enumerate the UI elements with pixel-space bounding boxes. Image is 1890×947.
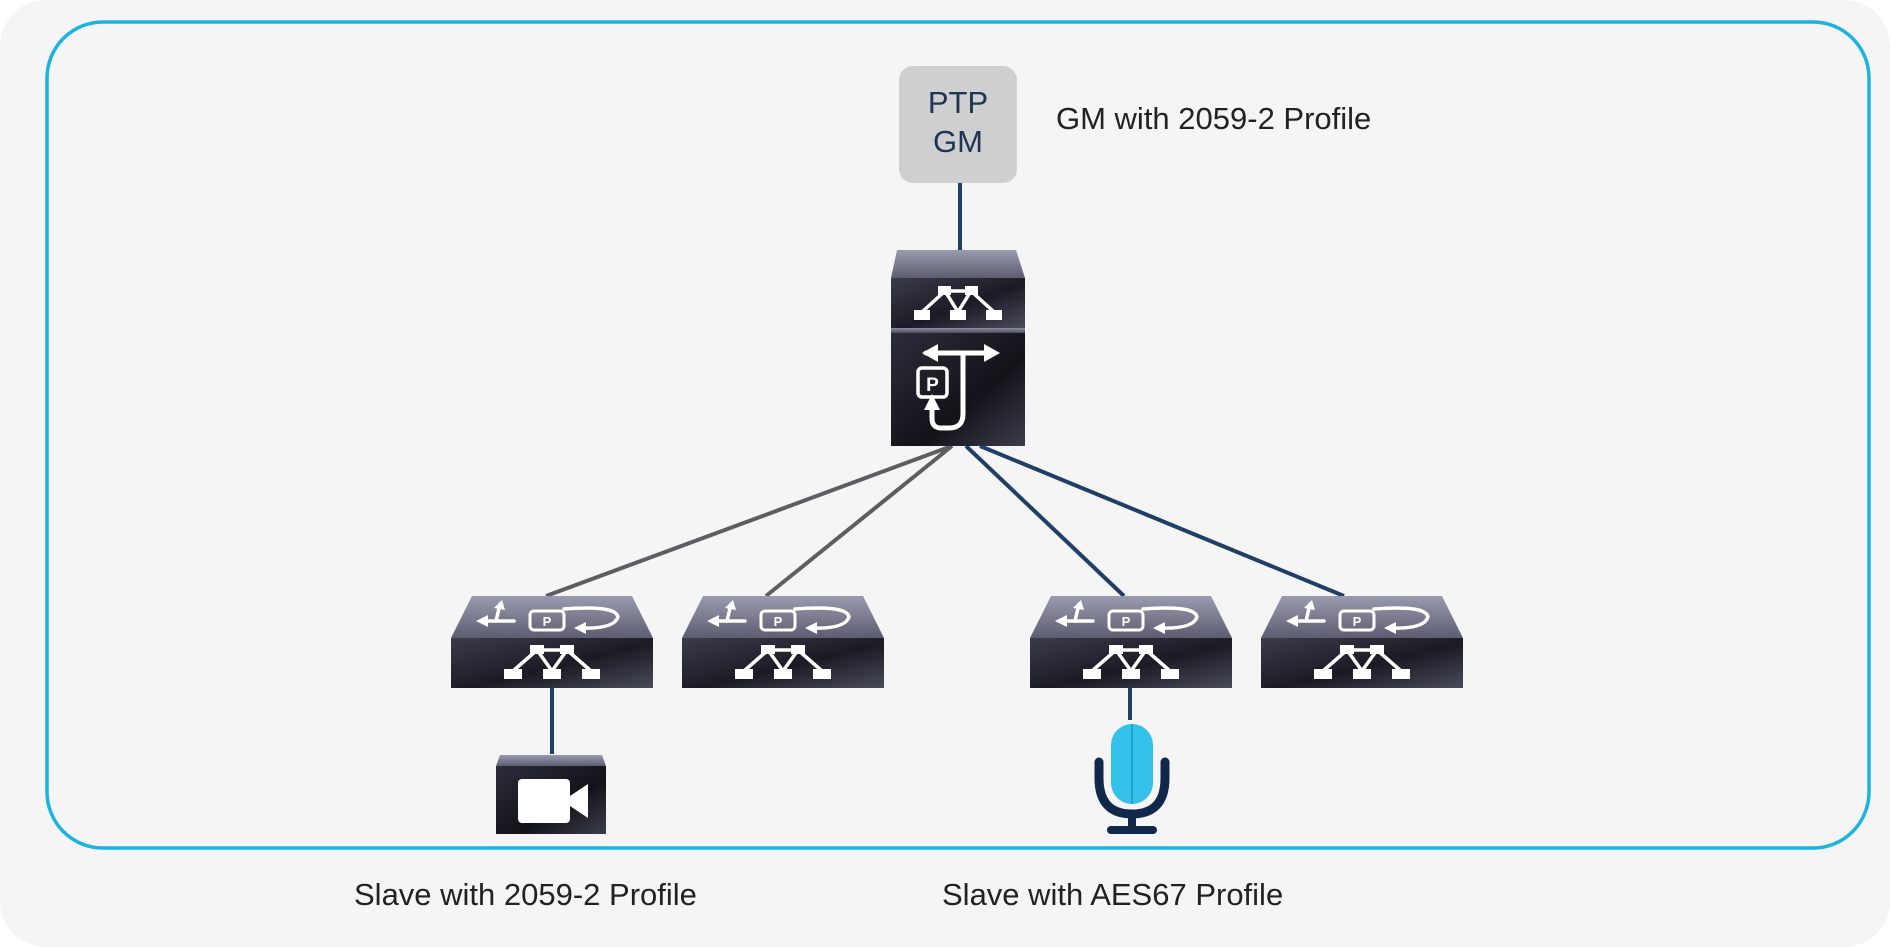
gm-box-line1: PTP [928,85,988,120]
core-switch: P [891,250,1025,446]
ptp-transparent-clock-icon [476,600,620,634]
access-switch-4: P [1261,596,1463,688]
link-core-to-switch-2 [764,444,954,598]
slave-2059-label: Slave with 2059-2 Profile [354,877,697,912]
access-switch-3: P [1030,596,1232,688]
access-switch-2: P [682,596,884,688]
core-switch-upper [891,278,1025,328]
gm-box-line2: GM [933,124,983,159]
access-switch-1: P [451,596,653,688]
access-switch-2-ptp-badge: P [774,614,783,629]
ptp-grandmaster: PTP GM [899,66,1017,183]
switch-fabric-icon [504,645,600,679]
access-switch-4-ptp-badge: P [1353,614,1362,629]
ptp-transparent-clock-icon [1055,600,1199,634]
link-core-to-switch-1 [545,444,953,598]
link-core-to-switch-4 [979,444,1345,598]
switch-fabric-icon [1314,645,1410,679]
ptp-transparent-clock-icon [1286,600,1430,634]
link-core-to-switch-3 [964,444,1126,598]
switch-fabric-icon [1083,645,1179,679]
ptp-boundary-clock-icon [916,344,1000,431]
core-switch-ptp-badge: P [926,375,939,396]
network-frame [45,20,1871,850]
core-switch-lower [891,333,1025,446]
access-switch-1-ptp-badge: P [543,614,552,629]
core-switch-top [891,250,1025,278]
switch-fabric-icon [735,645,831,679]
microphone-icon [1094,724,1170,834]
video-camera-icon [518,779,588,823]
camera-endpoint [496,755,606,834]
gm-profile-label: GM with 2059-2 Profile [1056,101,1371,136]
slave-aes67-label: Slave with AES67 Profile [942,877,1283,912]
gm-box [899,66,1017,183]
multilayer-switch-icon [914,286,1002,320]
ptp-transparent-clock-icon [707,600,851,634]
access-switch-3-ptp-badge: P [1122,614,1131,629]
